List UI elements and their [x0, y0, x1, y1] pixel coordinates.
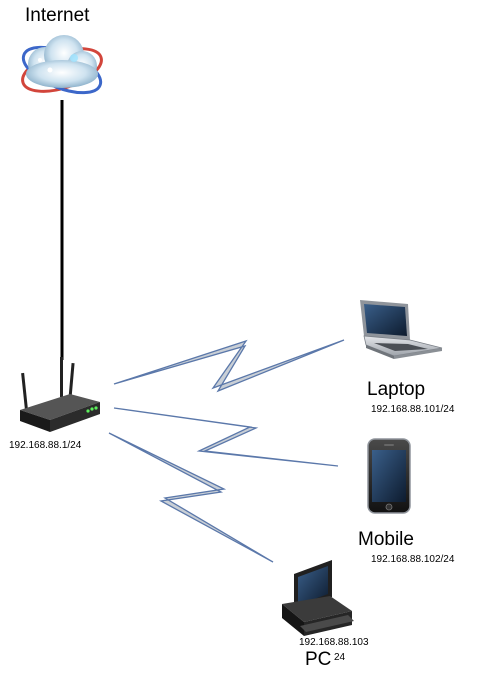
- pc-ip-suffix: 24: [334, 652, 346, 663]
- pc-ip-label: 192.168.88.103: [299, 637, 369, 648]
- mobile-ip-label: 192.168.88.102/24: [371, 554, 455, 565]
- internet-label: Internet: [25, 5, 90, 26]
- pc-label: PC: [305, 649, 332, 670]
- laptop-icon: [360, 300, 443, 359]
- cloud-globe-icon: [21, 35, 103, 95]
- router-ip-label: 192.168.88.1/24: [9, 440, 82, 451]
- wireless-link-pc: [108, 432, 274, 563]
- smartphone-icon: [367, 438, 411, 514]
- laptop-ip-label: 192.168.88.101/24: [371, 404, 455, 415]
- wireless-router-icon: [20, 357, 100, 432]
- laptop-label: Laptop: [367, 379, 426, 400]
- wireless-link-mobile: [113, 407, 339, 467]
- desktop-pc-icon: [282, 560, 354, 636]
- wireless-link-laptop: [113, 339, 345, 393]
- mobile-label: Mobile: [358, 529, 414, 550]
